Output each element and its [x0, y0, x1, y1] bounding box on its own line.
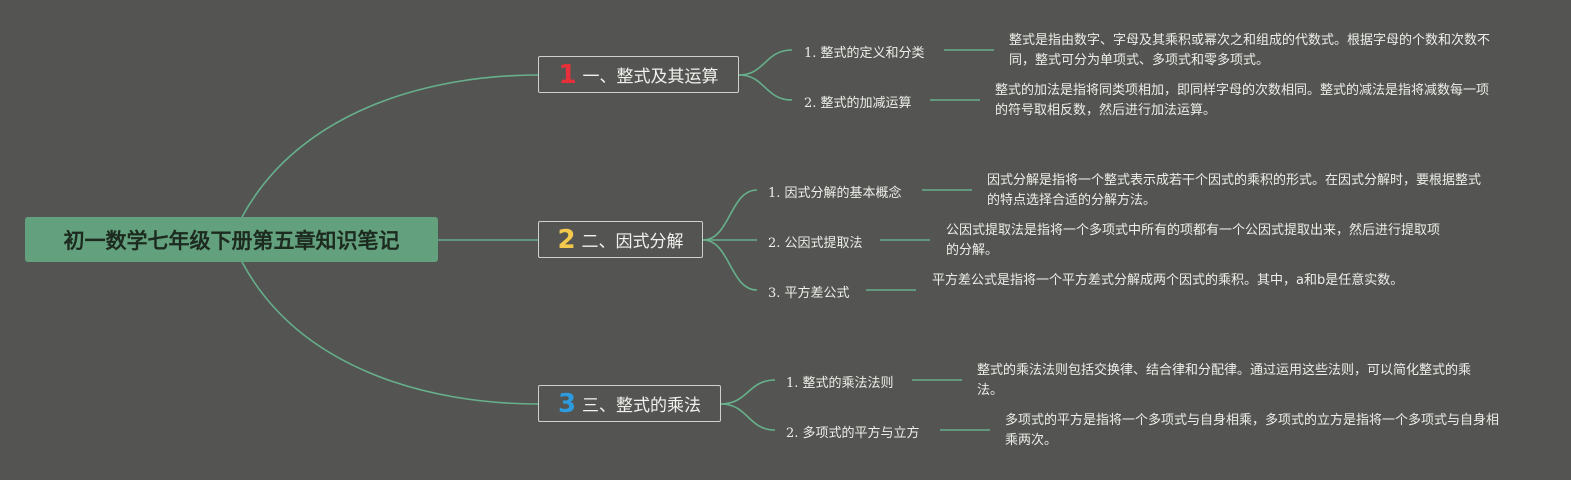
topic-label-1: 一、整式及其运算	[582, 67, 719, 87]
topic-label-3: 三、整式的乘法	[582, 396, 702, 416]
subtopic-2-1[interactable]: 1. 因式分解的基本概念	[768, 186, 902, 201]
connector-t1-s1	[738, 49, 793, 76]
connector-t2-s1	[702, 189, 758, 241]
subtopic-3-2[interactable]: 2. 多项式的平方与立方	[786, 426, 920, 441]
connector-t3-s1	[720, 379, 776, 405]
description-1-1: 整式是指由数字、字母及其乘积或幂次之和组成的代数式。根据字母的个数和次数不同，整…	[1009, 33, 1491, 68]
topic-number-1: 1	[558, 59, 577, 90]
description-2-2: 公因式提取法是指将一个多项式中所有的项都有一个公因式提取出来，然后进行提取项的分…	[946, 223, 1441, 258]
connector-root-topic3	[241, 261, 539, 405]
topic-node-2[interactable]: 2 二、因式分解	[538, 221, 703, 258]
topic-label-2: 二、因式分解	[581, 232, 684, 252]
description-3-1: 整式的乘法法则包括交换律、结合律和分配律。通过运用这些法则，可以简化整式的乘法。	[977, 363, 1472, 398]
subtopic-3-1[interactable]: 1. 整式的乘法法则	[786, 376, 894, 391]
connector-t1-s2	[738, 74, 793, 101]
subtopic-1-2[interactable]: 2. 整式的加减运算	[804, 96, 912, 111]
topic-number-2: 2	[557, 224, 576, 255]
subtopic-2-2[interactable]: 2. 公因式提取法	[768, 236, 863, 251]
connector-t3-s2	[720, 403, 776, 431]
description-2-1: 因式分解是指将一个整式表示成若干个因式的乘积的形式。在因式分解时，要根据整式的特…	[987, 173, 1482, 208]
description-2-3: 平方差公式是指将一个平方差式分解成两个因式的乘积。其中，a和b是任意实数。	[932, 273, 1404, 288]
root-title: 初一数学七年级下册第五章知识笔记	[63, 228, 400, 253]
subtopic-2-3[interactable]: 3. 平方差公式	[768, 286, 850, 301]
root-node[interactable]: 初一数学七年级下册第五章知识笔记	[25, 217, 438, 262]
connector-t2-s3	[702, 239, 758, 291]
topic-node-3[interactable]: 3 三、整式的乘法	[538, 385, 721, 422]
connector-root-topic1	[241, 74, 539, 218]
description-3-2: 多项式的平方是指将一个多项式与自身相乘，多项式的立方是指将一个多项式与自身相乘两…	[1005, 413, 1500, 448]
subtopic-1-1[interactable]: 1. 整式的定义和分类	[804, 46, 925, 61]
topic-node-1[interactable]: 1 一、整式及其运算	[538, 56, 739, 93]
description-1-2: 整式的加法是指将同类项相加，即同样字母的次数相同。整式的减法是指将减数每一项的符…	[995, 83, 1490, 118]
topic-number-3: 3	[557, 388, 577, 419]
